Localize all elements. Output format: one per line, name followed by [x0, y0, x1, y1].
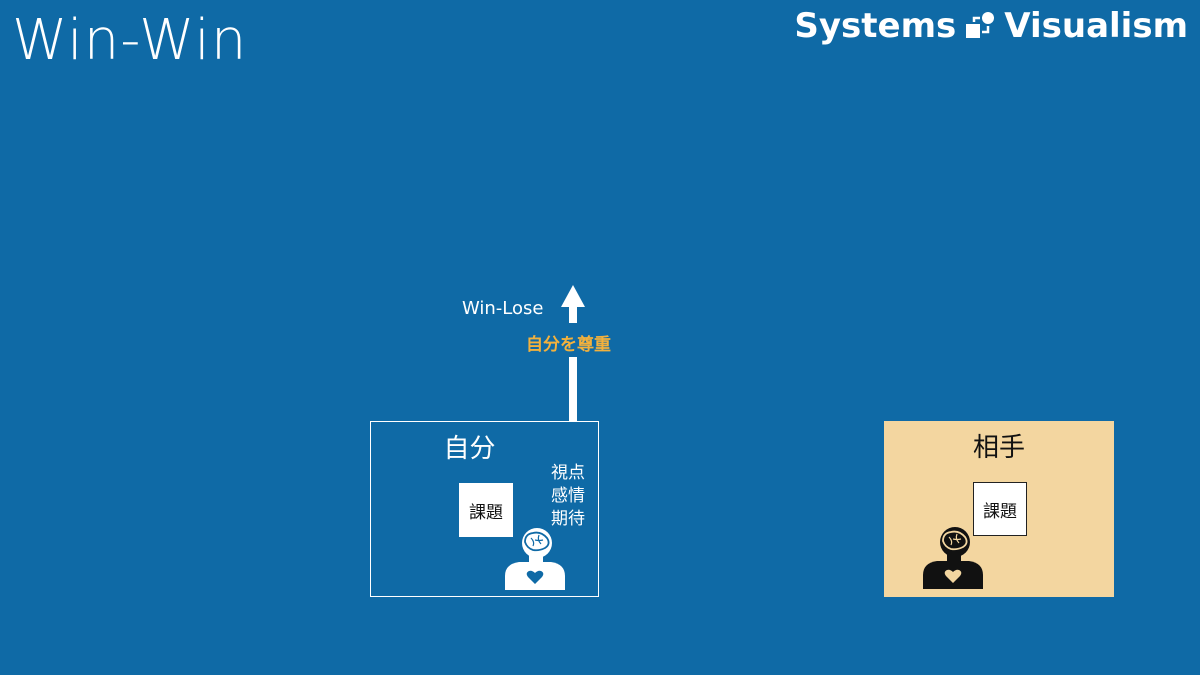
other-issue-card: 課題 — [973, 482, 1027, 536]
brand-text-left: Systems — [794, 6, 957, 46]
aspect-item: 視点 — [551, 463, 585, 483]
self-issue-card: 課題 — [459, 483, 513, 537]
arrow-caption: 自分を尊重 — [526, 335, 611, 355]
systems-visualism-logo-icon — [966, 12, 995, 38]
self-box-title: 自分 — [443, 434, 496, 464]
self-aspects-list: 視点 感情 期待 — [551, 462, 585, 531]
self-box: 自分 課題 視点 感情 期待 — [370, 421, 599, 597]
brand-logo: Systems Visualism — [794, 6, 1188, 46]
up-arrow-icon — [561, 285, 585, 421]
person-brain-heart-icon — [505, 528, 565, 590]
page-title: Win-Win — [12, 8, 248, 73]
aspect-item: 期待 — [551, 509, 585, 529]
other-box-title: 相手 — [972, 433, 1025, 463]
aspect-item: 感情 — [551, 486, 585, 506]
person-brain-heart-icon — [923, 527, 983, 589]
arrow-label: Win-Lose — [462, 298, 544, 319]
brand-text-right: Visualism — [1004, 6, 1188, 46]
other-box: 相手 課題 — [884, 421, 1114, 597]
